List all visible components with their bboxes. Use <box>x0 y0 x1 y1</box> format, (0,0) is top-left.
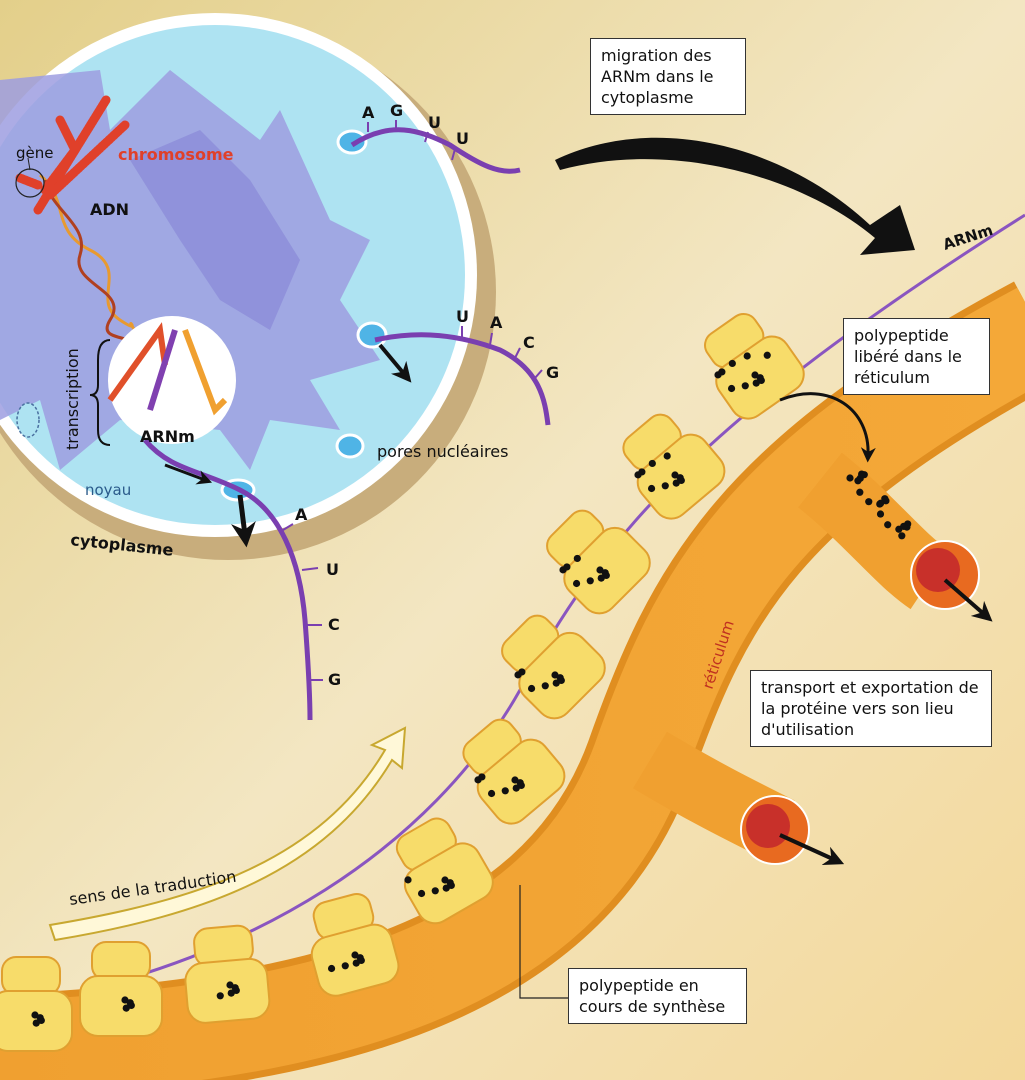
codons-middle: U A CG <box>456 307 559 382</box>
amino-acid <box>586 577 594 585</box>
amino-acid <box>32 1019 40 1027</box>
amino-acid <box>877 499 885 507</box>
svg-text:C: C <box>523 333 535 352</box>
dna-helix <box>39 173 162 361</box>
amino-acid <box>512 784 520 792</box>
transport-label-box: transport et exportation de la protéine … <box>750 670 992 747</box>
transcription-brace <box>89 339 111 446</box>
migration-label-box: migration des ARNm dans le cytoplasme <box>590 38 746 115</box>
release-arrow <box>779 392 876 463</box>
amino-acid <box>718 368 726 376</box>
amino-acid <box>573 554 581 563</box>
ribosome <box>184 924 271 1024</box>
amino-acid <box>478 773 486 781</box>
transcription-strands <box>107 322 228 416</box>
amino-acid <box>527 684 536 693</box>
codons-bottom: A U C G <box>295 505 341 689</box>
amino-acid <box>638 468 646 476</box>
amino-acid <box>672 479 680 487</box>
pore-arrow-1 <box>378 343 412 383</box>
amino-acid <box>552 679 560 687</box>
ribosome <box>79 941 163 1037</box>
amino-acid <box>404 876 412 884</box>
amino-acid <box>854 477 862 485</box>
amino-acid <box>661 482 669 490</box>
amino-acid <box>881 495 889 503</box>
amino-acid <box>763 351 771 359</box>
amino-acid <box>900 522 908 530</box>
amino-acid <box>122 1004 130 1012</box>
amino-acid <box>327 964 336 973</box>
amino-acid <box>846 474 854 482</box>
amino-acid <box>865 498 873 506</box>
arnm-nucleus-label: ARNm <box>140 427 195 446</box>
amino-acid <box>227 989 235 997</box>
polypeptides <box>31 351 912 1027</box>
adn-label: ADN <box>90 200 129 219</box>
chromatin-shade <box>130 130 300 330</box>
svg-text:A: A <box>362 103 375 122</box>
amino-acid <box>858 470 866 478</box>
amino-acid <box>216 992 224 1000</box>
svg-text:A: A <box>490 313 503 332</box>
svg-text:G: G <box>390 101 403 120</box>
amino-acid <box>572 579 581 588</box>
vesicle-arrow-bottom <box>779 833 845 865</box>
mrna-strands <box>143 127 551 721</box>
arrows <box>48 137 993 999</box>
amino-acid <box>663 452 671 460</box>
vesicle-arrow-top <box>943 578 993 622</box>
amino-acid <box>898 532 906 540</box>
pore-arrow-3 <box>164 463 213 485</box>
noyau-label: noyau <box>85 481 131 499</box>
translation-direction-arrow <box>48 726 407 942</box>
released-polypeptide-label-box: polypeptide libéré dans le réticulum <box>843 318 990 395</box>
nuclear-pores <box>16 129 388 502</box>
amino-acid <box>563 563 571 571</box>
amino-acid <box>727 384 736 393</box>
amino-acid <box>417 889 426 898</box>
amino-acid <box>856 488 864 496</box>
amino-acid <box>741 382 749 390</box>
amino-acid <box>743 352 751 360</box>
amino-acid <box>752 379 760 387</box>
transcription-label: transcription <box>63 348 82 450</box>
amino-acid <box>884 521 892 529</box>
chromosome-label: chromosome <box>118 145 234 164</box>
svg-text:U: U <box>428 113 441 132</box>
amino-acid <box>597 574 605 582</box>
transcription-bubble <box>108 316 236 444</box>
amino-acid <box>728 359 736 368</box>
amino-acid <box>487 789 496 798</box>
pore-arrow-2 <box>231 494 256 548</box>
amino-acid <box>501 787 509 795</box>
synthesis-label-box: polypeptide en cours de synthèse <box>568 968 747 1024</box>
pores-label: pores nucléaires <box>377 442 508 461</box>
chromosome-icon <box>15 95 130 215</box>
svg-text:G: G <box>328 670 341 689</box>
gene-leader <box>27 157 31 171</box>
amino-acid <box>431 887 439 895</box>
amino-acid <box>541 682 549 690</box>
svg-text:U: U <box>456 129 469 148</box>
gene-label: gène <box>16 144 54 162</box>
codon-ticks <box>282 120 543 681</box>
synthesis-leader <box>519 885 568 999</box>
svg-text:A: A <box>295 505 308 524</box>
amino-acid <box>876 510 885 518</box>
svg-text:G: G <box>546 363 559 382</box>
amino-acid <box>647 484 656 493</box>
secretory-vesicles <box>740 540 980 865</box>
chromatin <box>0 70 380 470</box>
amino-acid <box>648 459 656 468</box>
amino-acid <box>518 668 526 676</box>
svg-text:C: C <box>328 615 340 634</box>
amino-acid <box>341 962 349 970</box>
migration-arrow <box>555 137 915 255</box>
svg-text:U: U <box>326 560 339 579</box>
amino-acid <box>442 884 450 892</box>
svg-text:U: U <box>456 307 469 326</box>
amino-acid <box>352 959 360 967</box>
